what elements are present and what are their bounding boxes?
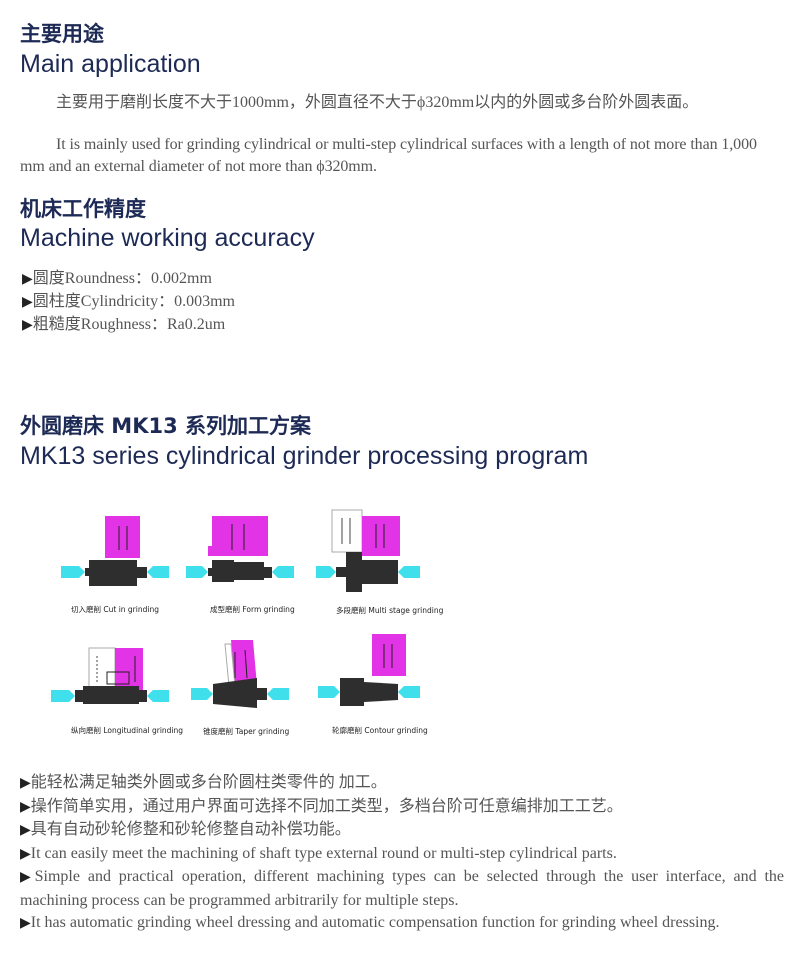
workpiece	[346, 552, 362, 592]
feature-text: 具有自动砂轮修整和砂轮修整自动补偿功能。	[30, 821, 351, 838]
wheel-start-position	[331, 509, 363, 553]
feature-item: ▶操作简单实用，通过用户界面可选择不同加工类型，多档台阶可任意编排加工工艺。	[20, 796, 784, 820]
accuracy-list: ▶圆度Roundness：0.002mm ▶圆柱度Cylindricity：0.…	[22, 268, 235, 337]
right-center	[398, 566, 420, 578]
triangle-bullet-icon: ▶	[22, 295, 33, 310]
right-center	[398, 686, 420, 698]
feed-arrow-icon	[244, 649, 248, 679]
diagram-caption: 切入磨削 Cut in grinding	[71, 604, 159, 614]
left-center	[316, 566, 336, 578]
diagram-caption: 多段磨削 Multi stage grinding	[336, 605, 444, 615]
left-center	[61, 566, 85, 578]
processing-program-title-cn: 外圆磨床 MK13 系列加工方案	[20, 414, 312, 438]
feature-item: ▶It has automatic grinding wheel dressin…	[20, 912, 784, 936]
diagram-caption: 纵向磨削 Longitudinal grinding	[71, 725, 183, 735]
main-application-title-cn: 主要用途	[20, 22, 104, 46]
accuracy-item-cylindricity: ▶圆柱度Cylindricity：0.003mm	[22, 291, 235, 314]
left-center	[191, 688, 213, 700]
grinding-wheel	[372, 634, 406, 676]
para-en-text: It is mainly used for grinding cylindric…	[20, 136, 757, 175]
left-center	[51, 690, 75, 702]
diagram-contour-grinding: 轮廓磨削 Contour grinding	[318, 634, 428, 735]
diagram-caption: 锥度磨削 Taper grinding	[203, 726, 289, 736]
left-center	[318, 686, 340, 698]
diagram-longitudinal-grinding: 纵向磨削 Longitudinal grinding	[51, 647, 183, 735]
grinding-wheel	[362, 516, 400, 556]
right-center	[147, 690, 169, 702]
grinding-wheel	[105, 516, 140, 558]
processing-program-title-en: MK13 series cylindrical grinder processi…	[20, 442, 589, 470]
triangle-bullet-icon: ▶	[20, 870, 35, 885]
accuracy-title-en: Machine working accuracy	[20, 224, 315, 252]
diagram-form-grinding: 成型磨削 Form grinding	[186, 516, 295, 614]
workpiece	[212, 560, 234, 582]
triangle-bullet-icon: ▶	[20, 846, 31, 862]
main-application-title-en: Main application	[20, 50, 201, 78]
diagram-caption: 轮廓磨削 Contour grinding	[332, 725, 428, 735]
features-list: ▶能轻松满足轴类外圆或多台阶圆柱类零件的 加工。 ▶操作简单实用，通过用户界面可…	[20, 772, 784, 936]
workpiece	[89, 560, 137, 586]
triangle-bullet-icon: ▶	[20, 799, 31, 815]
triangle-bullet-icon: ▶	[20, 823, 31, 838]
accuracy-label: 圆度Roundness：0.002mm	[32, 270, 212, 287]
workpiece	[83, 686, 139, 704]
feature-text: Simple and practical operation, differen…	[20, 868, 784, 909]
main-application-text-cn: 主要用于磨削长度不大于1000mm，外圆直径不大于ϕ320mm以内的外圆或多台阶…	[20, 92, 780, 114]
feature-text: 操作简单实用，通过用户界面可选择不同加工类型，多档台阶可任意编排加工工艺。	[30, 797, 623, 815]
diagram-caption: 成型磨削 Form grinding	[210, 604, 295, 614]
right-center	[147, 566, 169, 578]
feature-item: ▶能轻松满足轴类外圆或多台阶圆柱类零件的 加工。	[20, 772, 784, 796]
left-center	[186, 566, 208, 578]
diagram-cut-in-grinding: 切入磨削 Cut in grinding	[61, 516, 169, 614]
grinding-wheel	[231, 640, 257, 686]
feature-item: ▶具有自动砂轮修整和砂轮修整自动补偿功能。	[20, 819, 784, 843]
right-center	[272, 566, 294, 578]
para-cn-text: 主要用于磨削长度不大于1000mm，外圆直径不大于ϕ320mm以内的外圆或多台阶…	[56, 94, 699, 111]
accuracy-label: 粗糙度Roughness：Ra0.2um	[32, 316, 226, 333]
accuracy-item-roughness: ▶粗糙度Roughness：Ra0.2um	[22, 314, 235, 337]
right-center	[267, 688, 289, 700]
workpiece	[213, 678, 257, 708]
main-application-text-en: It is mainly used for grinding cylindric…	[20, 134, 780, 178]
feature-text: It can easily meet the machining of shaf…	[30, 844, 617, 862]
triangle-bullet-icon: ▶	[20, 916, 31, 931]
feature-text: 能轻松满足轴类外圆或多台阶圆柱类零件的 加工。	[30, 774, 387, 791]
triangle-bullet-icon: ▶	[22, 272, 33, 287]
diagram-multi-stage-grinding: 多段磨削 Multi stage grinding	[316, 509, 444, 615]
feature-item: ▶Simple and practical operation, differe…	[20, 866, 784, 912]
feature-text: It has automatic grinding wheel dressing…	[30, 914, 720, 931]
accuracy-label: 圆柱度Cylindricity：0.003mm	[32, 293, 236, 310]
triangle-bullet-icon: ▶	[20, 776, 31, 791]
diagram-taper-grinding: 锥度磨削 Taper grinding	[191, 640, 289, 736]
traverse-path	[106, 671, 130, 685]
triangle-bullet-icon: ▶	[22, 318, 33, 333]
workpiece	[340, 678, 364, 706]
accuracy-title-cn: 机床工作精度	[20, 197, 146, 221]
grinding-wheel	[212, 516, 268, 556]
feature-item: ▶It can easily meet the machining of sha…	[20, 843, 784, 867]
accuracy-item-roundness: ▶圆度Roundness：0.002mm	[22, 268, 235, 291]
